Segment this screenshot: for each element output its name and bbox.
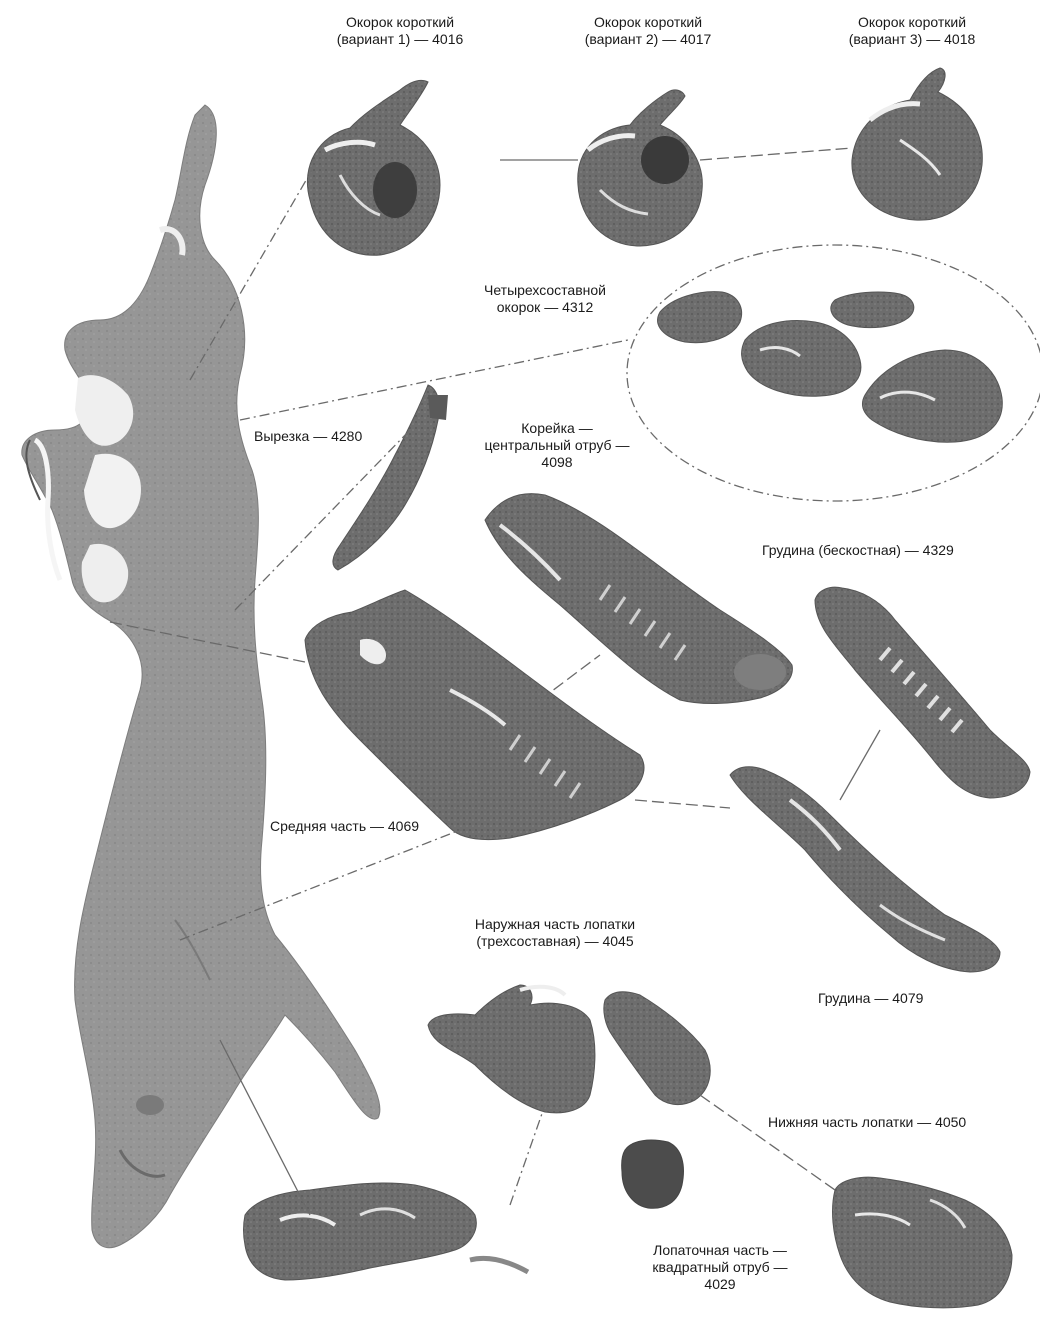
label-belly: Грудина — 4079 <box>818 990 923 1007</box>
label-ham-short-v1-line1: Окорок короткий <box>300 14 500 31</box>
label-ham-short-v2-line1: Окорок короткий <box>548 14 748 31</box>
label-middle-line1: Средняя часть — 4069 <box>270 818 419 835</box>
label-shoulder-lower-line1: Нижняя часть лопатки — 4050 <box>768 1114 966 1131</box>
label-ham-four-part: Четырехсоставной окорок — 4312 <box>450 282 640 316</box>
label-shoulder-square: Лопаточная часть — квадратный отруб — 40… <box>620 1242 820 1293</box>
shoulder-lower-shape <box>833 1177 1012 1308</box>
label-belly-boneless: Грудина (бескостная) — 4329 <box>762 542 954 559</box>
label-shoulder-lower: Нижняя часть лопатки — 4050 <box>768 1114 966 1131</box>
label-ham-short-v1-line2: (вариант 1) — 4016 <box>300 31 500 48</box>
ham-four-part-shapes <box>658 292 1003 443</box>
label-ham-short-v3: Окорок короткий (вариант 3) — 4018 <box>812 14 1012 48</box>
label-loin-center: Корейка — центральный отруб — 4098 <box>452 420 662 471</box>
leader-outer-shoulder <box>510 1105 545 1205</box>
label-ham-short-v2: Окорок короткий (вариант 2) — 4017 <box>548 14 748 48</box>
label-tenderloin-line1: Вырезка — 4280 <box>254 428 362 445</box>
label-belly-boneless-line1: Грудина (бескостная) — 4329 <box>762 542 954 559</box>
belly-boneless-shape <box>815 587 1030 798</box>
label-ham-short-v2-line2: (вариант 2) — 4017 <box>548 31 748 48</box>
label-loin-center-line1: Корейка — <box>452 420 662 437</box>
label-shoulder-square-line1: Лопаточная часть — <box>620 1242 820 1259</box>
shoulder-square-shape <box>244 1183 529 1280</box>
label-tenderloin: Вырезка — 4280 <box>254 428 362 445</box>
loin-center-shape <box>485 494 792 704</box>
label-ham-short-v1: Окорок короткий (вариант 1) — 4016 <box>300 14 500 48</box>
leader-ham-v3 <box>700 148 852 160</box>
leader-belly-boneless <box>840 730 880 800</box>
leader-loin <box>540 655 600 700</box>
ham-short-v2-shape <box>578 90 703 246</box>
ham-short-v1-shape <box>307 80 440 255</box>
label-loin-center-line3: 4098 <box>452 454 662 471</box>
leader-square <box>220 1040 310 1215</box>
label-shoulder-outer-line1: Наружная часть лопатки <box>440 916 670 933</box>
label-belly-line1: Грудина — 4079 <box>818 990 923 1007</box>
label-ham-short-v3-line1: Окорок короткий <box>812 14 1012 31</box>
tenderloin-shape <box>333 385 448 570</box>
belly-shape <box>730 767 1000 972</box>
shoulder-outer-shapes <box>428 985 710 1208</box>
label-ham-short-v3-line2: (вариант 3) — 4018 <box>812 31 1012 48</box>
label-ham-four-part-line1: Четырехсоставной <box>450 282 640 299</box>
label-shoulder-square-line3: 4029 <box>620 1276 820 1293</box>
label-middle: Средняя часть — 4069 <box>270 818 419 835</box>
label-ham-four-part-line2: окорок — 4312 <box>450 299 640 316</box>
label-loin-center-line2: центральный отруб — <box>452 437 662 454</box>
label-shoulder-outer-line2: (трехсоставная) — 4045 <box>440 933 670 950</box>
label-shoulder-outer: Наружная часть лопатки (трехсоставная) —… <box>440 916 670 950</box>
label-shoulder-square-line2: квадратный отруб — <box>620 1259 820 1276</box>
leader-lower-shoulder <box>700 1095 835 1190</box>
ham-short-v3-shape <box>852 68 982 220</box>
leader-belly-split <box>635 800 730 808</box>
